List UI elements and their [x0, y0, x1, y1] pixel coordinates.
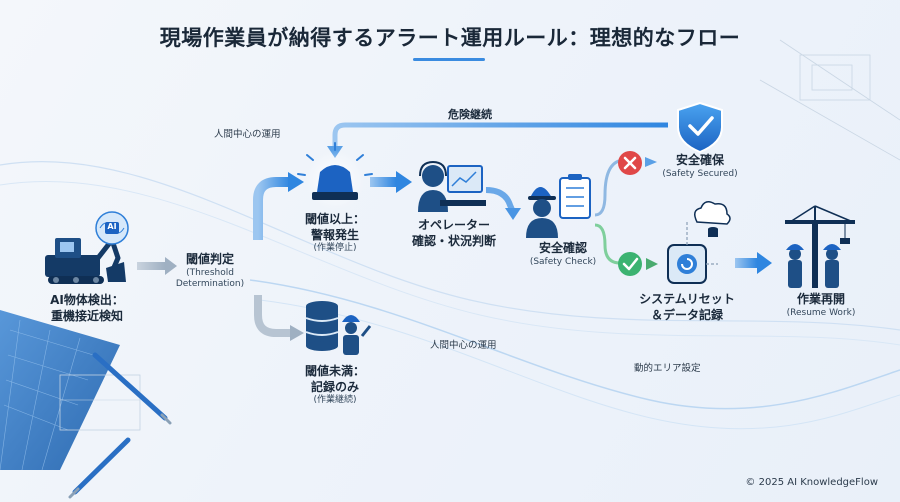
red-x-icon [618, 151, 642, 175]
node-resume-work: 作業再開 (Resume Work) [776, 292, 866, 319]
node-system-reset: システムリセット ＆データ記録 [632, 292, 742, 323]
ai-badge: AI [107, 222, 117, 231]
node-operator-line1: オペレーター [417, 218, 490, 232]
siren-icon [297, 142, 373, 210]
node-ai-detection-line2: 重機接近検知 [50, 308, 123, 323]
node-operator: オペレーター 確認・状況判断 [400, 218, 508, 249]
copyright: © 2025 AI KnowledgeFlow [745, 477, 878, 488]
node-safety-check-jp: 安全確認 [538, 241, 587, 255]
flow-label-human-centered-mid: 人間中心の運用 [430, 340, 497, 351]
crane-workers-icon [785, 205, 855, 288]
node-alarm-line1: 閾値以上： [304, 212, 365, 226]
flow-label-dynamic-area: 動的エリア設定 [634, 363, 701, 374]
worker-checklist-icon [526, 174, 591, 238]
green-check-icon [618, 252, 642, 276]
background-waves [0, 161, 900, 430]
node-record-line2: 記録のみ [310, 379, 359, 394]
system-reset-icon [667, 201, 731, 284]
title-underline [413, 58, 485, 61]
database-worker-icon [305, 301, 372, 355]
node-safety-secured: 安全確保 (Safety Secured) [655, 153, 745, 180]
pen-decoration [68, 352, 172, 499]
node-safety-secured-en: (Safety Secured) [662, 168, 738, 179]
flow-label-human-centered-top: 人間中心の運用 [214, 129, 281, 140]
operator-icon [418, 160, 486, 212]
node-threshold-en2: Determination) [175, 279, 245, 290]
node-ai-detection-line1: AI物体検出： [50, 293, 124, 307]
node-threshold-jp: 閾値判定 [185, 252, 234, 266]
node-resume-work-en: (Resume Work) [786, 307, 856, 318]
flow-arrows [137, 122, 772, 341]
node-operator-line2: 確認・状況判断 [411, 233, 496, 248]
node-record-sub: (作業継続) [313, 395, 357, 406]
page-title: 現場作業員が納得するアラート運用ルール：理想的なフロー [159, 26, 741, 50]
node-alarm-line2: 警報発生 [310, 227, 359, 242]
node-resume-work-jp: 作業再開 [796, 292, 845, 306]
node-alarm-sub: (作業停止) [313, 243, 357, 254]
node-record-line1: 閾値未満： [304, 364, 365, 378]
blueprint-decoration [0, 310, 141, 471]
node-system-reset-line2: ＆データ記録 [650, 307, 723, 322]
node-threshold-en1: (Threshold [186, 267, 234, 278]
node-threshold: 閾値判定 (Threshold Determination) [175, 252, 245, 291]
node-safety-check-en: (Safety Check) [529, 256, 597, 267]
shield-icon [677, 101, 723, 154]
blueprint-decoration-top [759, 39, 900, 161]
node-alarm: 閾値以上： 警報発生 (作業停止) [295, 212, 375, 255]
excavator-icon [45, 237, 126, 284]
node-record: 閾値未満： 記録のみ (作業継続) [295, 364, 375, 407]
node-system-reset-line1: システムリセット [639, 292, 735, 306]
node-safety-secured-jp: 安全確保 [675, 153, 724, 167]
ai-brain-icon [95, 211, 129, 245]
node-safety-check: 安全確認 (Safety Check) [518, 241, 608, 268]
node-ai-detection: AI物体検出： 重機接近検知 [32, 293, 142, 324]
flow-label-danger-continue: 危険継続 [448, 108, 492, 121]
